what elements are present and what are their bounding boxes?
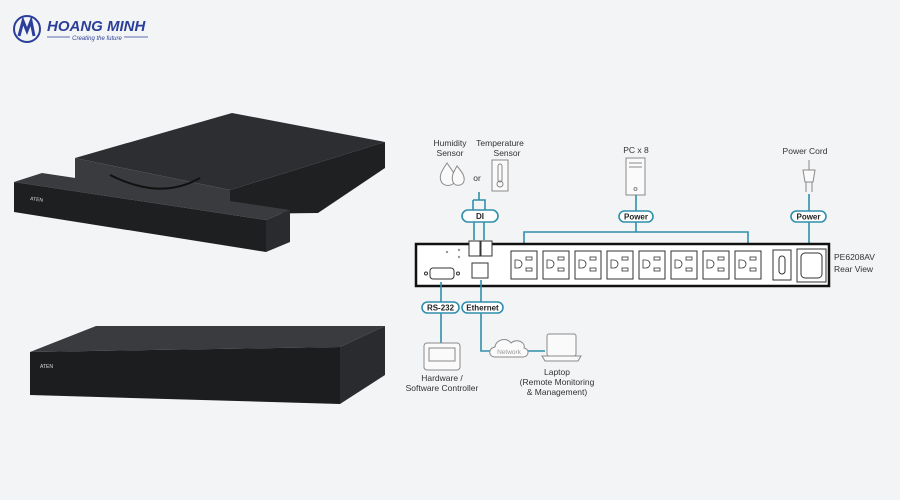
ethernet-pill bbox=[461, 301, 504, 314]
ethernet-label: Ethernet bbox=[466, 304, 499, 313]
view-label: Rear View bbox=[834, 264, 874, 274]
cord-power-label: Power bbox=[796, 213, 820, 222]
product-photo-bottom: ATEN bbox=[30, 326, 385, 404]
di-port-2 bbox=[480, 240, 493, 257]
laptop-label-3: & Management) bbox=[527, 387, 588, 397]
network-cloud-icon bbox=[489, 339, 529, 358]
plug-icon bbox=[802, 160, 816, 192]
pc-power-pill bbox=[618, 210, 654, 223]
controller-icon bbox=[423, 342, 461, 371]
humidity-drops-icon bbox=[439, 162, 465, 186]
temperature-label-2: Sensor bbox=[494, 148, 521, 158]
pc-tower-icon bbox=[625, 157, 646, 196]
power-cord-label: Power Cord bbox=[783, 146, 828, 156]
power-switch bbox=[772, 249, 792, 281]
outlet-8 bbox=[734, 250, 762, 280]
temperature-label: Temperature bbox=[476, 138, 524, 148]
logo-m-icon bbox=[17, 15, 36, 37]
rs232-label: RS-232 bbox=[427, 304, 455, 313]
outlet-4 bbox=[606, 250, 634, 280]
laptop-label-2: (Remote Monitoring bbox=[520, 377, 595, 387]
outlet-7 bbox=[702, 250, 730, 280]
model-label: PE6208AV bbox=[834, 252, 875, 262]
laptop-icon bbox=[541, 333, 582, 362]
rs232-pill bbox=[421, 301, 460, 314]
outlet-5 bbox=[638, 250, 666, 280]
di-label: DI bbox=[476, 212, 484, 221]
pc-power-label: Power bbox=[624, 213, 648, 222]
pc-label: PC x 8 bbox=[623, 145, 649, 155]
logo-emblem-icon bbox=[13, 15, 41, 43]
ethernet-port bbox=[471, 262, 489, 279]
front-brand-2: ATEN bbox=[40, 364, 53, 370]
network-label: Network bbox=[497, 349, 522, 356]
logo: HOANG MINH Creating the future bbox=[13, 15, 148, 43]
logo-tagline: Creating the future bbox=[72, 36, 122, 42]
cord-power-pill bbox=[790, 210, 827, 223]
di-port-1 bbox=[468, 240, 481, 257]
product-photo-top: ATEN bbox=[14, 113, 385, 252]
rs232-port bbox=[429, 267, 455, 280]
humidity-label-2: Sensor bbox=[437, 148, 464, 158]
controller-label-2: Software Controller bbox=[406, 383, 479, 393]
outlet-6 bbox=[670, 250, 698, 280]
laptop-label: Laptop bbox=[544, 367, 570, 377]
outlet-2 bbox=[542, 250, 570, 280]
di-pill bbox=[461, 209, 499, 223]
outlet-3 bbox=[574, 250, 602, 280]
thermometer-icon bbox=[491, 159, 509, 192]
logo-brand: HOANG MINH bbox=[47, 18, 146, 35]
front-brand: ATEN bbox=[30, 196, 44, 204]
pdu-rear-panel bbox=[414, 240, 831, 288]
controller-label: Hardware / bbox=[421, 373, 463, 383]
humidity-label: Humidity bbox=[433, 138, 467, 148]
outlet-1 bbox=[510, 250, 538, 280]
or-label: or bbox=[473, 173, 481, 183]
